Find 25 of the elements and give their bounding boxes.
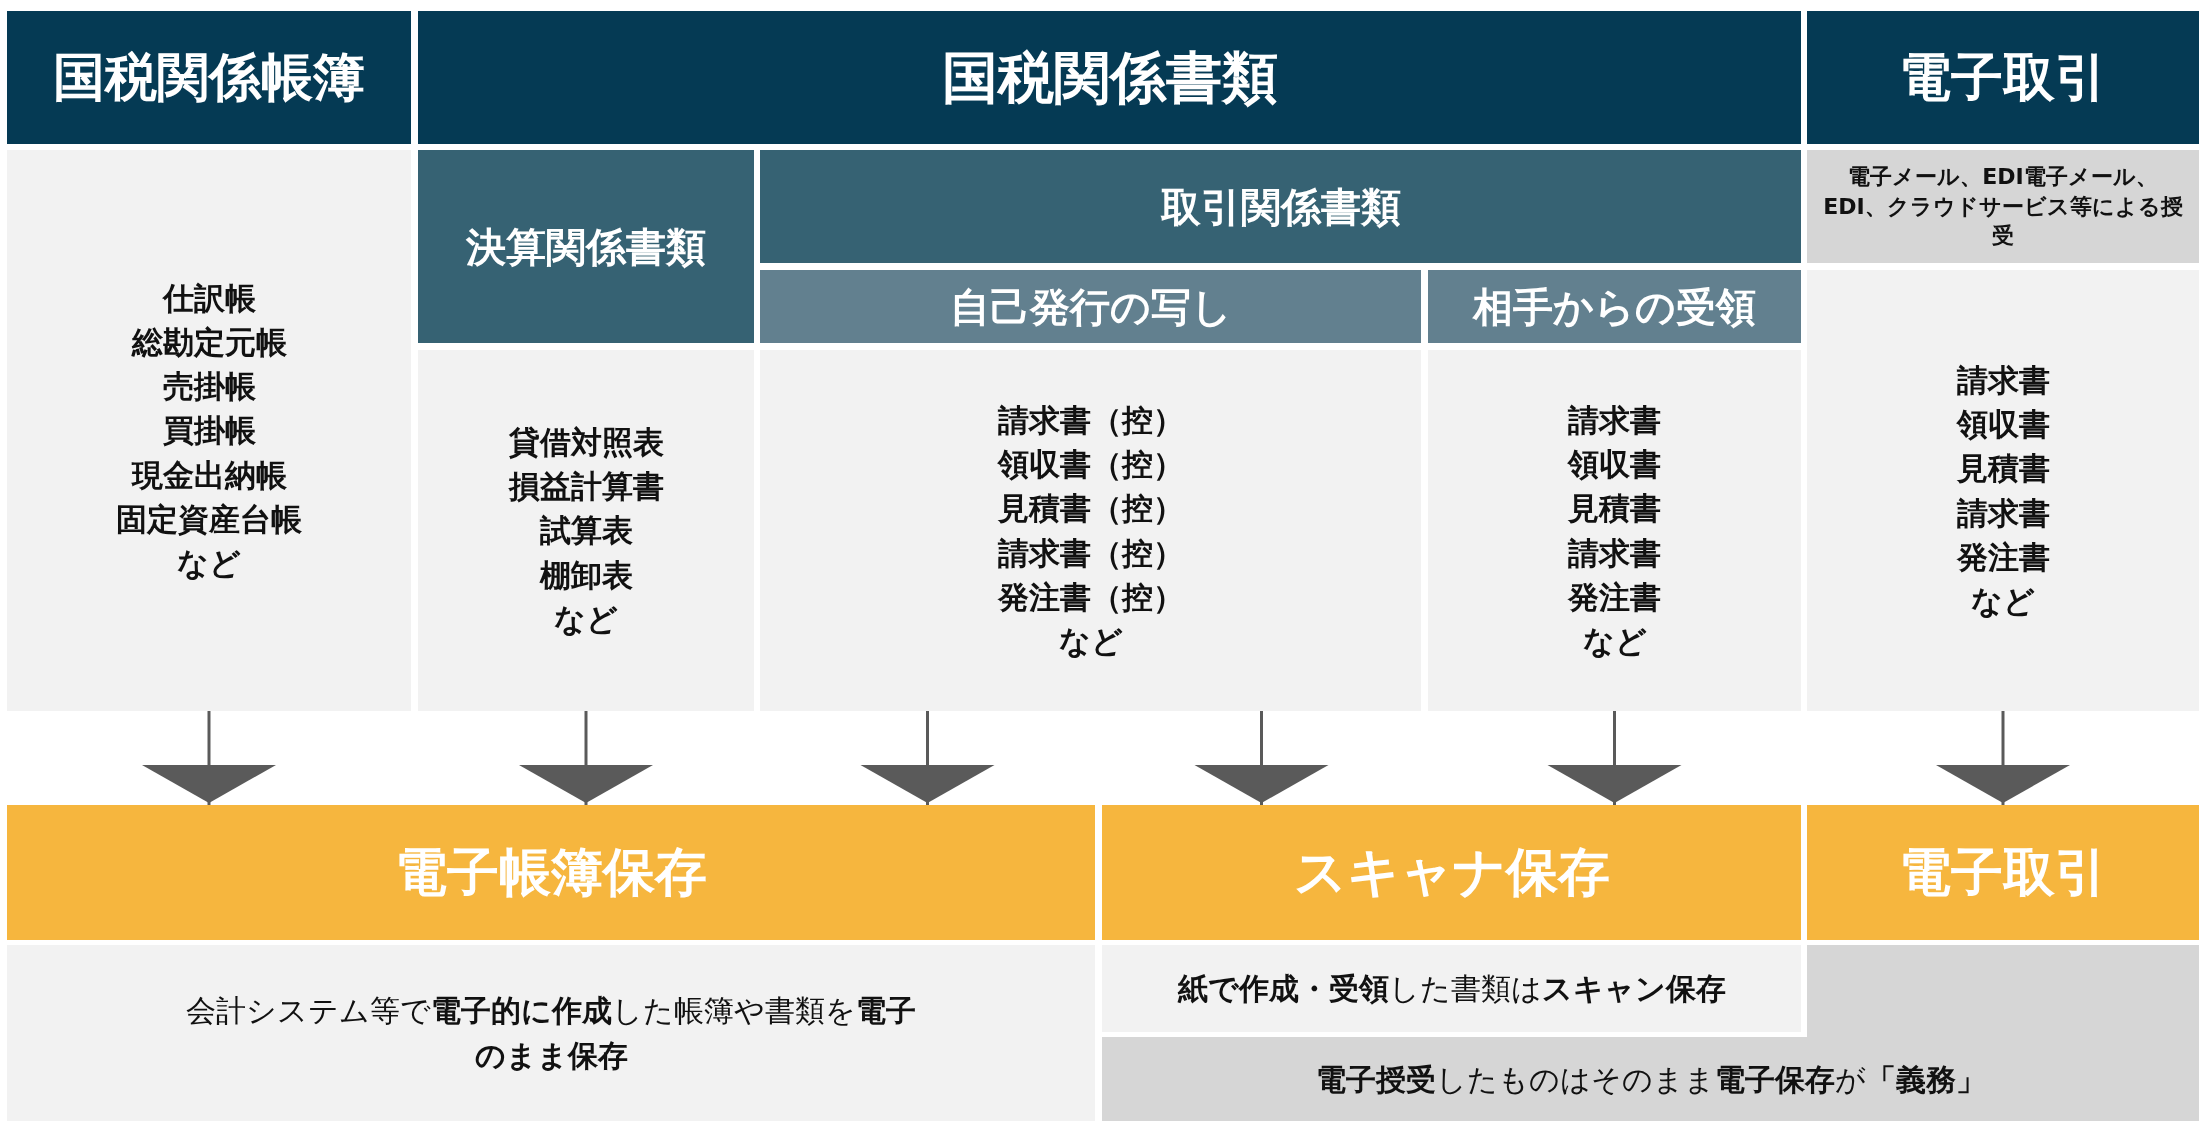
chevron-arrow — [519, 711, 653, 805]
subcategory-header: 相手からの受領 — [1428, 270, 1801, 343]
storage-header: 電子取引 — [1807, 805, 2199, 940]
document-list: 貸借対照表 損益計算書 試算表 棚卸表 など — [418, 350, 754, 711]
description-cell: 電子授受したものはそのまま電子保存が「義務」 — [1102, 1037, 2199, 1121]
document-list: 請求書（控） 領収書（控） 見積書（控） 請求書（控） 発注書（控） など — [760, 350, 1421, 711]
description-cell: 紙で作成・受領した書類はスキャン保存 — [1102, 945, 1801, 1032]
chevron-arrow — [860, 711, 995, 805]
subcategory-header: 決算関係書類 — [418, 150, 754, 343]
category-header: 電子取引 — [1807, 11, 2199, 144]
chevron-arrow — [1936, 711, 2070, 805]
subcategory-header: 取引関係書類 — [760, 150, 1801, 263]
document-list: 仕訳帳 総勘定元帳 売掛帳 買掛帳 現金出納帳 固定資産台帳 など — [7, 150, 411, 711]
storage-header: スキャナ保存 — [1102, 805, 1801, 940]
document-list: 請求書 領収書 見積書 請求書 発注書 など — [1428, 350, 1801, 711]
category-header: 国税関係書類 — [418, 11, 1801, 144]
description-cell: 会計システム等で電子的に作成した帳簿や書類を電子のまま保存 — [7, 945, 1095, 1121]
chevron-arrow — [1547, 711, 1682, 805]
note-cell: 電子メール、EDI電子メール、EDI、クラウドサービス等による授受 — [1807, 150, 2199, 263]
document-list: 請求書 領収書 見積書 請求書 発注書 など — [1807, 270, 2199, 711]
category-header: 国税関係帳簿 — [7, 11, 411, 144]
storage-header: 電子帳簿保存 — [7, 805, 1095, 940]
chevron-arrow — [142, 711, 276, 805]
subcategory-header: 自己発行の写し — [760, 270, 1421, 343]
chevron-arrow — [1194, 711, 1329, 805]
